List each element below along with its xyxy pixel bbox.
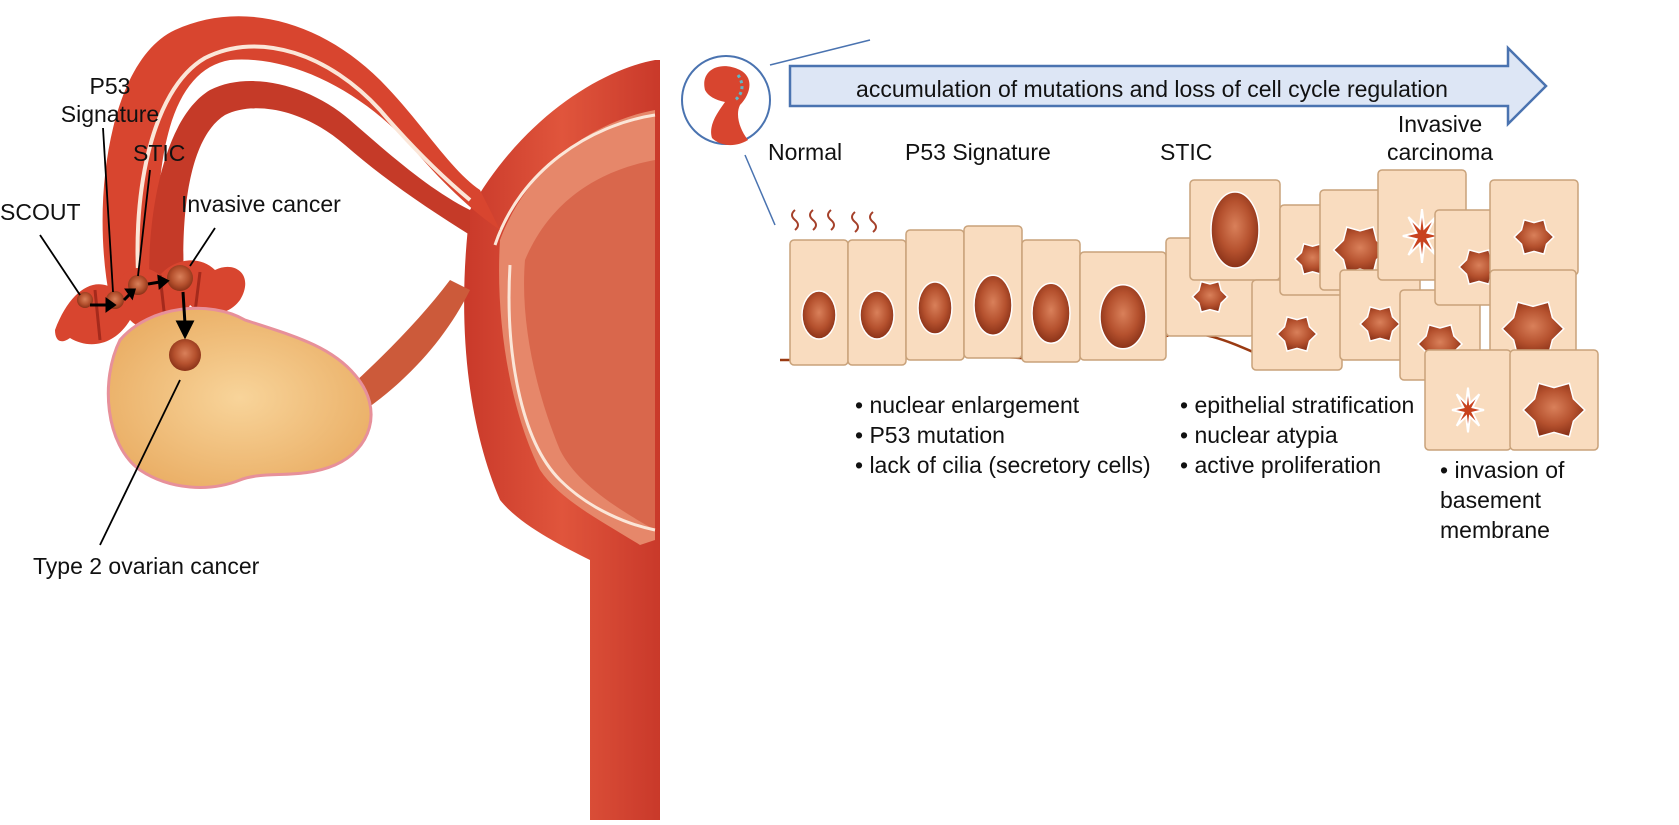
epithelial-cell [1021,239,1081,363]
epithelial-cell [1489,269,1577,369]
nucleus [1458,248,1500,286]
feature-item: • P53 mutation [855,422,1005,448]
epithelial-cell [1489,179,1579,276]
epithelial-cell [847,239,907,366]
nucleus [1513,218,1555,256]
feature-item: • active proliferation [1180,452,1382,478]
nucleus [1210,191,1260,269]
nucleus [801,290,837,340]
nucleus [973,274,1013,336]
stage-p53-signature: P53 Signature [905,139,1051,165]
epithelial-cell [1509,349,1599,451]
epithelial-cell [905,229,965,361]
scout-lesion [77,292,93,308]
nucleus [1099,284,1147,350]
progression-arrows [90,274,195,340]
features-stic: • epithelial stratification • nuclear at… [1180,390,1414,480]
ovary [106,306,373,489]
stage-invasive-carcinoma: Invasive carcinoma [1386,111,1494,165]
stage-stic: STIC [1160,139,1213,165]
nucleus [1359,305,1401,343]
epithelial-cell [789,239,849,366]
feature-item: • nuclear enlargement [855,392,1080,418]
nucleus [1451,387,1485,433]
nucleus [1191,280,1229,313]
epithelium [789,169,1599,451]
feature-item: • invasion of [1440,457,1565,483]
epithelial-cell [963,225,1023,359]
label-p53-signature: P53 Signature [60,73,160,127]
magnifier-inset [681,39,871,226]
features-p53: • nuclear enlargement • P53 mutation • l… [855,390,1151,480]
cilium [869,211,877,233]
ovarian-tumor [169,339,201,371]
cilium [827,209,835,231]
label-invasive-cancer: Invasive cancer [181,191,341,217]
ovarian-ligament [330,280,470,420]
cilium [809,209,817,231]
feature-item: basement [1440,487,1542,513]
feature-item: membrane [1440,517,1550,543]
features-invasive: • invasion of basement membrane [1440,455,1564,545]
progression-arrow [788,44,1548,128]
feature-item: • nuclear atypia [1180,422,1338,448]
invasive-lesion [167,265,193,291]
nucleus [1031,282,1071,344]
nucleus [1522,382,1586,438]
label-type2-ovarian-cancer: Type 2 ovarian cancer [33,553,260,579]
cilium [791,209,799,231]
label-stic-anatomy: STIC [133,140,186,166]
label-scout: SCOUT [0,199,81,225]
epithelial-cell [1189,179,1281,281]
nucleus [859,290,895,340]
epithelial-cell [1424,349,1512,451]
leader-lines [39,127,216,546]
nucleus [1276,315,1318,353]
anatomy-illustration [39,16,660,820]
nucleus [917,281,953,335]
feature-item: • lack of cilia (secretory cells) [855,452,1151,478]
stage-normal: Normal [768,139,843,165]
cilium [851,211,859,233]
epithelial-cell [1079,251,1167,361]
nucleus [1402,208,1442,264]
arrow-caption: accumulation of mutations and loss of ce… [856,76,1448,102]
feature-item: • epithelial stratification [1180,392,1415,418]
